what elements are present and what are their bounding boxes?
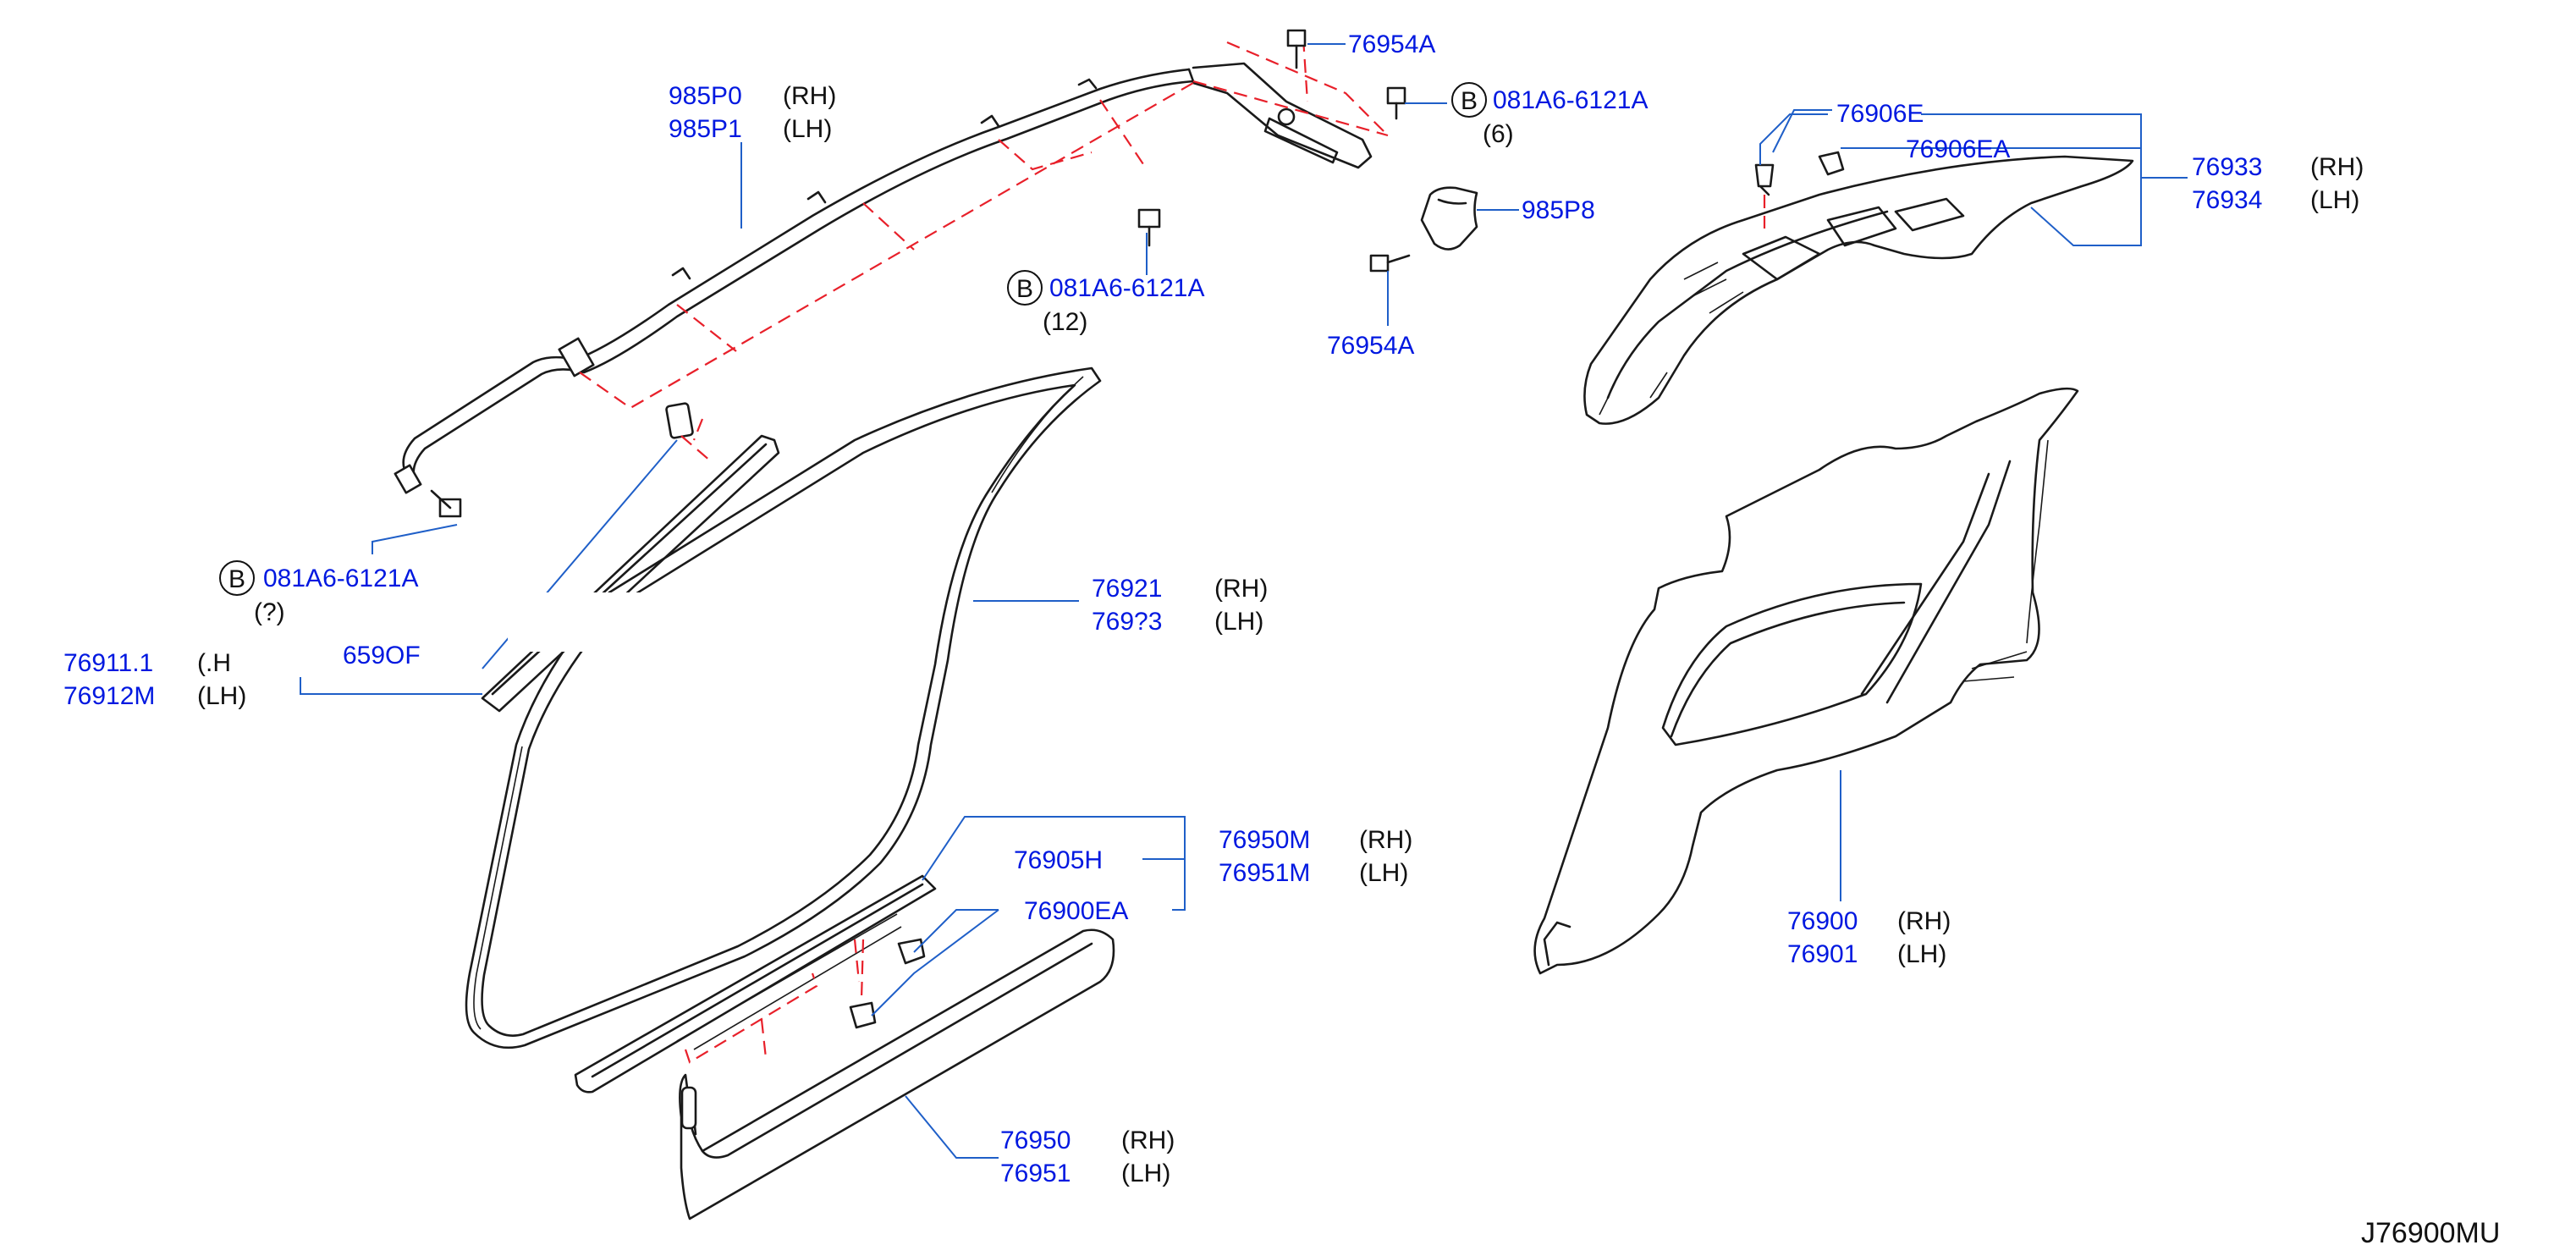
part-number-76921: 76921 (1092, 575, 1162, 603)
quantity: (12) (1043, 308, 1087, 336)
part-number-76950m: 76950M (1219, 826, 1310, 854)
side-lh: (LH) (1214, 608, 1263, 636)
part-number-081a6: 081A6-6121A (263, 565, 419, 592)
rear-pillar-finisher (1583, 155, 2134, 425)
front-pillar-trim (481, 402, 780, 713)
bolt-icon (1286, 29, 1307, 69)
side-lh: (LH) (783, 115, 832, 143)
side-lh: (LH) (1121, 1160, 1170, 1187)
part-number-081a6: 081A6-6121A (1049, 274, 1205, 302)
rear-side-trim (1533, 387, 2079, 975)
clip-icon (897, 938, 926, 965)
part-number-985p0: 985P0 (669, 82, 742, 110)
part-number-76901: 76901 (1787, 940, 1858, 968)
svg-text:B: B (1461, 87, 1478, 115)
part-number-76906e: 76906E (1836, 100, 1924, 128)
bolt-icon (1386, 86, 1406, 120)
part-labels: 985P0 (RH) 985P1 (LH) 76954A 081A6-6121A… (63, 30, 2500, 1249)
scuff-dash (760, 939, 865, 1059)
side-rh: (RH) (1121, 1127, 1175, 1154)
clip-icon (1818, 151, 1845, 176)
bolt-type-symbol: B (219, 560, 255, 596)
part-number-081a6: 081A6-6121A (1493, 86, 1649, 114)
bolt-icon (1137, 208, 1161, 247)
side-lh: (LH) (1359, 859, 1408, 887)
part-number-76905h: 76905H (1014, 846, 1103, 874)
quantity: (?) (254, 598, 285, 626)
part-number-76954a: 76954A (1327, 332, 1414, 360)
part-number-76922: 769?3 (1092, 608, 1162, 636)
bracket-985p8 (1420, 186, 1478, 251)
diagram-code: J76900MU (2361, 1217, 2500, 1249)
bolt-type-symbol: B (1451, 82, 1487, 118)
part-number-76950: 76950 (1000, 1127, 1071, 1154)
part-number-76900: 76900 (1787, 907, 1858, 935)
part-number-76933: 76933 (2192, 153, 2262, 181)
side-rh: (RH) (1214, 575, 1268, 603)
curtain-airbag (394, 62, 1373, 494)
part-number-76951: 76951 (1000, 1160, 1071, 1187)
side-lh: (LH) (197, 682, 246, 710)
side-rh: (.H (197, 649, 231, 677)
svg-text:B: B (228, 565, 245, 593)
scuff-dash (684, 972, 818, 1064)
side-rh: (RH) (1897, 907, 1951, 935)
side-rh: (RH) (2310, 153, 2364, 181)
part-number-76951m: 76951M (1219, 859, 1310, 887)
part-number-76934: 76934 (2192, 186, 2262, 214)
side-lh: (LH) (2310, 186, 2359, 214)
clip-icon (849, 1001, 877, 1029)
clip-icon (1754, 163, 1775, 196)
pillar-dash (680, 435, 712, 462)
quantity: (6) (1483, 120, 1514, 148)
part-number-76900ea: 76900EA (1024, 897, 1128, 925)
door-weatherstrip (465, 366, 1102, 1049)
part-number-clip: 659OF (343, 642, 421, 669)
side-rh: (RH) (1359, 826, 1412, 854)
part-number-985p8: 985P8 (1522, 196, 1595, 224)
label-masks (254, 592, 1159, 677)
kick-plate (679, 928, 1115, 1220)
part-number-76911: 76911.1 (63, 649, 153, 677)
svg-text:B: B (1016, 275, 1033, 303)
bolt-type-symbol: B (1007, 270, 1043, 306)
part-number-76912m: 76912M (63, 682, 155, 710)
airbag-dash-lines (579, 37, 1389, 441)
part-number-76954a: 76954A (1348, 30, 1435, 58)
part-number-76906ea: 76906EA (1906, 135, 2010, 163)
side-lh: (LH) (1897, 940, 1946, 968)
bolt-icon (1369, 254, 1411, 273)
bolt-icon (430, 489, 462, 518)
side-rh: (RH) (783, 82, 836, 110)
scuff-plate (574, 874, 937, 1093)
part-number-985p1: 985P1 (669, 115, 742, 143)
